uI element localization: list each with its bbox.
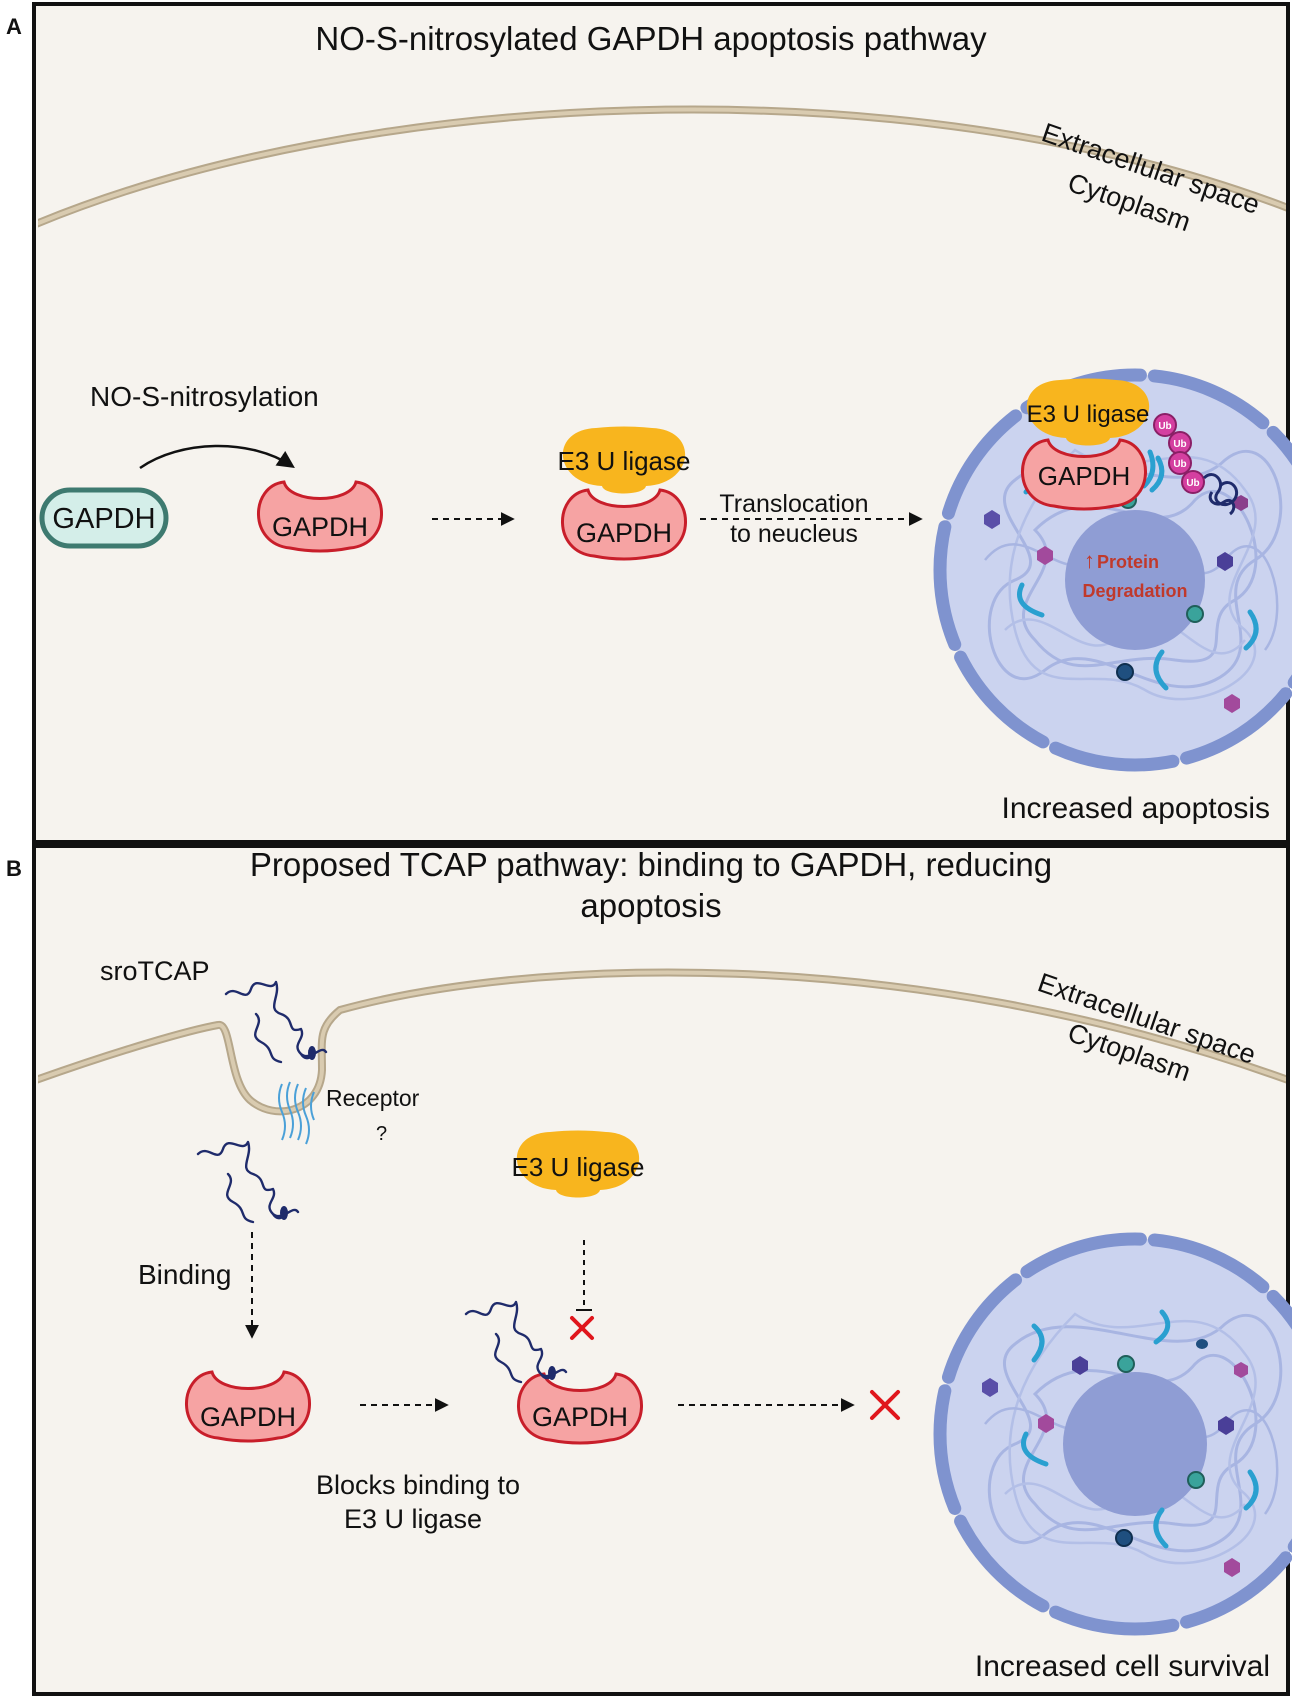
- panel-a: A NO-S-nitrosylated GAPDH apoptosis path…: [6, 2, 1292, 844]
- nuclear-envelope: [933, 368, 1292, 772]
- srotcap-label: sroTCAP: [100, 956, 210, 986]
- ub-label: Ub: [1158, 421, 1171, 432]
- panel-b: B Proposed TCAP pathway: binding to GAPD…: [6, 844, 1292, 1696]
- panel-b-outcome: Increased cell survival: [975, 1650, 1270, 1683]
- gapdh-native-capsule: [39, 487, 169, 549]
- gapdh-complex-label: GAPDH: [576, 518, 672, 548]
- nucleus-a: E3 U ligase GAPDH Ub Ub Ub Ub ↑ Protein …: [933, 368, 1292, 772]
- e3-ligase-complex-label: E3 U ligase: [558, 446, 691, 476]
- blocks-label-1: Blocks binding to: [316, 1470, 520, 1500]
- nitrosylation-label: NO-S-nitrosylation: [90, 381, 319, 412]
- panel-b-title-2: apoptosis: [580, 887, 721, 924]
- ub-label: Ub: [1186, 478, 1199, 489]
- degradation-up-arrow: ↑: [1084, 548, 1095, 573]
- translocation-label-1: Translocation: [719, 490, 868, 518]
- panel-a-title: NO-S-nitrosylated GAPDH apoptosis pathwa…: [315, 20, 987, 57]
- gapdh-modified-label: GAPDH: [272, 512, 368, 542]
- gapdh-bound-label: GAPDH: [532, 1402, 628, 1432]
- ub-label: Ub: [1173, 459, 1186, 470]
- nuclear-envelope-b: [933, 1232, 1292, 1636]
- inhibit-x-icon: [570, 1316, 594, 1340]
- panel-b-letter: B: [6, 856, 22, 881]
- gapdh-native-label: GAPDH: [52, 503, 155, 535]
- translocation-label-2: to neucleus: [730, 520, 858, 548]
- binding-label: Binding: [138, 1259, 231, 1290]
- ubiquitin-chain: Ub Ub Ub Ub: [1149, 413, 1239, 516]
- ub-label: Ub: [1173, 439, 1186, 450]
- panel-b-title-1: Proposed TCAP pathway: binding to GAPDH,…: [250, 846, 1052, 883]
- receptor-label: Receptor: [326, 1085, 420, 1111]
- receptor-question: ?: [376, 1123, 387, 1145]
- panel-a-letter: A: [6, 14, 22, 39]
- blocked-x-icon: [870, 1390, 900, 1420]
- gapdh-free-label: GAPDH: [200, 1402, 296, 1432]
- blocks-label-2: E3 U ligase: [344, 1504, 482, 1534]
- degradation-label-2: Degradation: [1082, 581, 1187, 601]
- nucleolus-b: [1063, 1372, 1207, 1516]
- nucleolus: [1065, 510, 1205, 650]
- degradation-label-1: Protein: [1097, 552, 1159, 572]
- nucleus-b: [933, 1232, 1292, 1636]
- nucleus-gapdh-label: GAPDH: [1038, 461, 1130, 491]
- panel-a-outcome: Increased apoptosis: [1001, 792, 1270, 825]
- e3-ligase-free-label: E3 U ligase: [512, 1152, 645, 1182]
- receptor: [278, 1081, 315, 1145]
- nucleus-e3-label: E3 U ligase: [1027, 401, 1150, 428]
- nitrosylation-arrow: [139, 444, 295, 470]
